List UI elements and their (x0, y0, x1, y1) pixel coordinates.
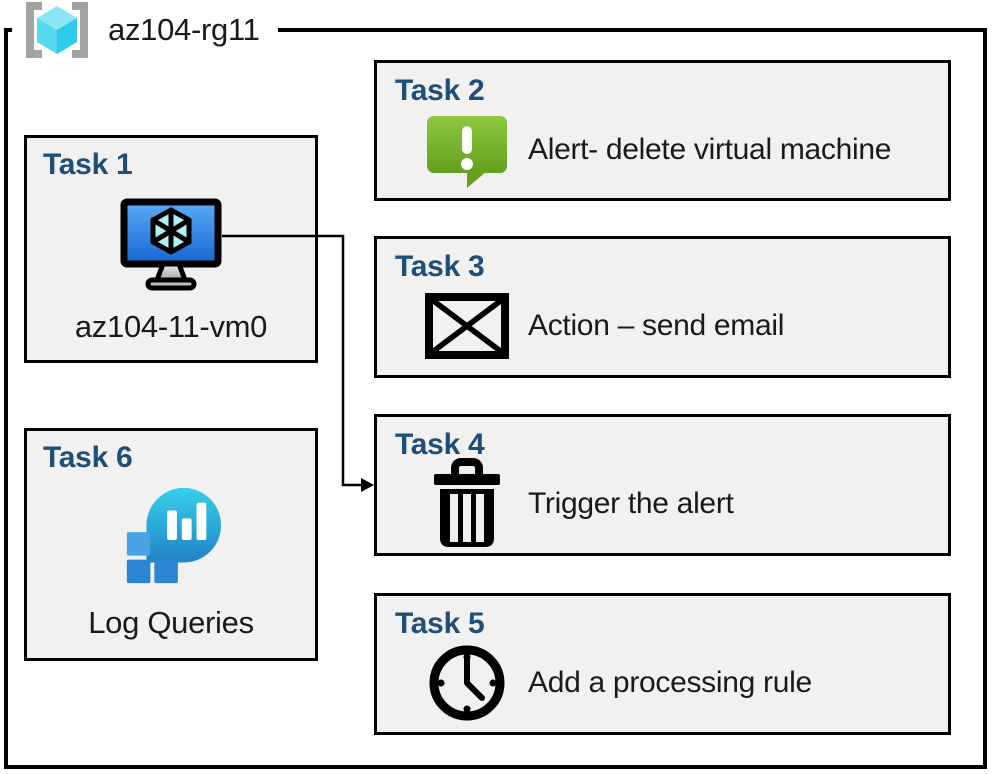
task6-title: Task 6 (43, 441, 133, 474)
task6-box: Task 6 Log Queries (24, 428, 318, 661)
task3-title: Task 3 (395, 250, 485, 283)
clock-icon (419, 642, 514, 724)
resource-group-icon (20, 1, 94, 59)
task2-label: Alert- delete virtual machine (528, 132, 892, 166)
log-analytics-icon (117, 477, 225, 597)
task4-box: Task 4 Trigger the alert (374, 414, 951, 556)
task5-title: Task 5 (395, 607, 485, 640)
task3-box: Task 3 Action – send email (374, 236, 951, 378)
resource-group-header: az104-rg11 (12, 0, 278, 60)
trash-delete-icon (419, 457, 514, 551)
task1-label: az104-11-vm0 (74, 309, 268, 344)
virtual-machine-icon (115, 194, 227, 294)
task2-box: Task 2 Alert- delete virtual machine (374, 60, 951, 201)
task4-title: Task 4 (395, 428, 485, 461)
task3-label: Action – send email (528, 309, 785, 342)
task6-label: Log Queries (88, 605, 254, 640)
task1-box: Task 1 az104-11-vm0 (24, 135, 318, 363)
task2-title: Task 2 (395, 74, 485, 107)
email-envelope-icon (419, 292, 514, 360)
task4-label: Trigger the alert (528, 487, 734, 520)
resource-group-label: az104-rg11 (108, 12, 260, 47)
alert-message-icon (419, 109, 514, 191)
task5-label: Add a processing rule (528, 666, 812, 699)
task5-box: Task 5 Add a processing rule (374, 593, 951, 735)
task1-title: Task 1 (43, 148, 133, 181)
